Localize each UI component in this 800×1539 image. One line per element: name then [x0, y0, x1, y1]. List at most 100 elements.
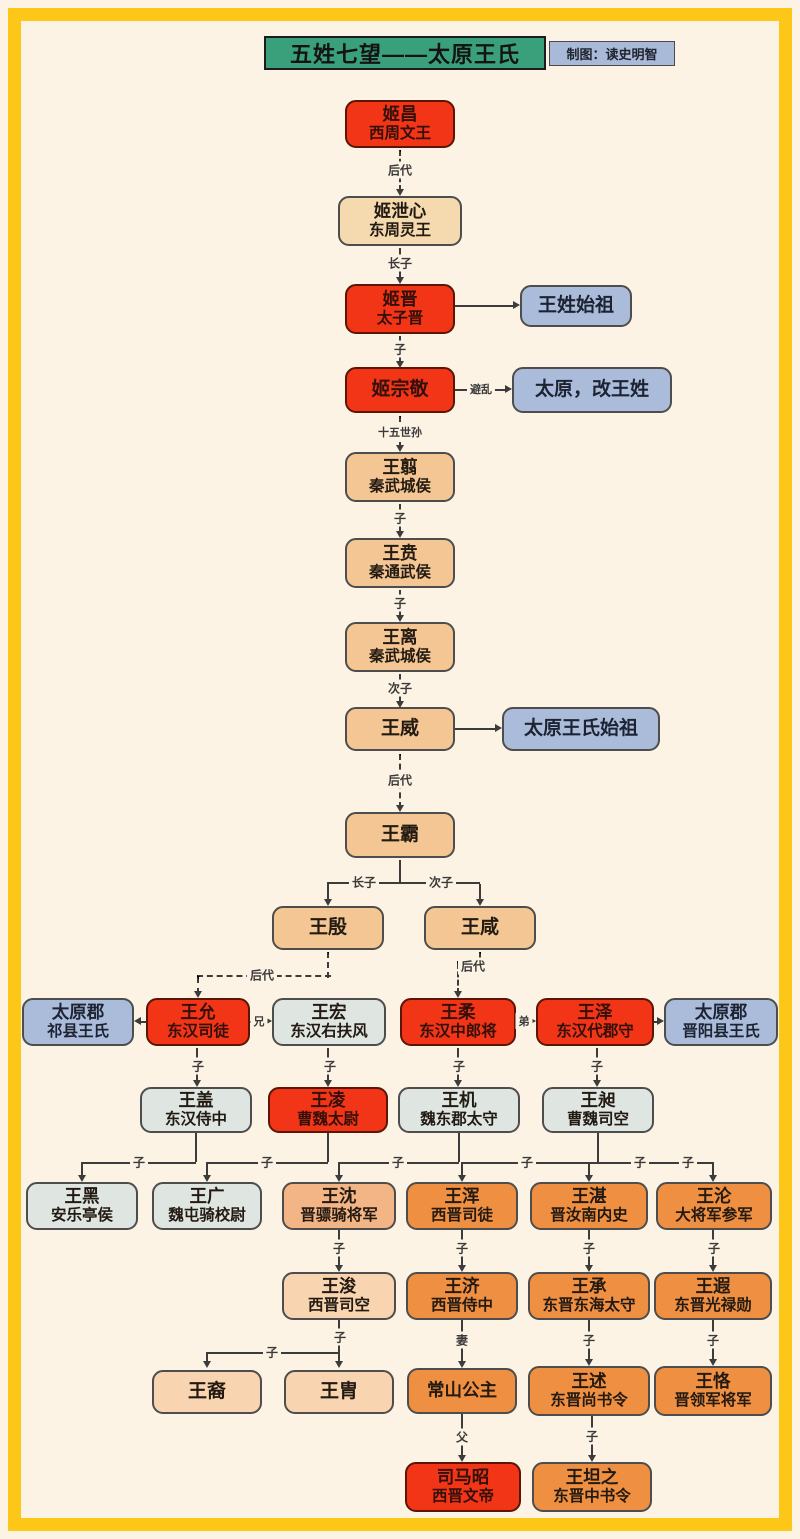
node-title: 曹魏司空 — [566, 1111, 629, 1129]
node-title: 东汉中郎将 — [419, 1023, 497, 1041]
arrow-down-icon — [396, 189, 404, 196]
node-wang-shen: 王沈 晋骠骑将军 — [282, 1182, 396, 1230]
node-title: 晋领军将军 — [674, 1392, 752, 1410]
page-title: 五姓七望——太原王氏 — [264, 36, 546, 70]
node-title: 曹魏太尉 — [296, 1111, 359, 1129]
edge-label: 子 — [188, 1057, 208, 1075]
node-name: 王霸 — [380, 824, 419, 846]
node-ji-xiexin: 姬泄心 东周灵王 — [338, 196, 462, 246]
node-title: 晋骠骑将军 — [300, 1207, 378, 1225]
node-name: 王遐 — [695, 1275, 731, 1296]
edge-label: 子 — [704, 1239, 724, 1257]
node-wang-xian: 王咸 — [424, 906, 536, 950]
connector-line — [206, 1164, 208, 1175]
node-name: 姬晋 — [382, 288, 418, 309]
node-title: 魏东郡太守 — [420, 1111, 498, 1129]
arrow-right-icon — [505, 385, 512, 393]
arrow-down-icon — [78, 1175, 86, 1182]
edge-label: 子 — [449, 1057, 469, 1075]
node-name: 王浑 — [444, 1185, 480, 1206]
node-taiyuan-origin: 太原王氏始祖 — [502, 707, 660, 751]
node-title: 太子晋 — [376, 310, 424, 328]
edge-label: 次子 — [384, 679, 416, 697]
arrow-down-icon — [335, 1361, 343, 1368]
edge-label: 避乱 — [467, 381, 495, 397]
arrow-right-icon — [265, 1017, 272, 1025]
edge-label: 子 — [262, 1343, 282, 1361]
node-name: 王沦 — [696, 1185, 732, 1206]
arrow-down-icon — [335, 1175, 343, 1182]
node-name: 王坦之 — [565, 1466, 619, 1487]
node-name: 司马昭 — [436, 1466, 490, 1487]
edge-label: 子 — [678, 1153, 698, 1171]
node-name: 王机 — [441, 1089, 477, 1110]
edge-label: 弟 — [515, 1013, 533, 1029]
arrow-down-icon — [458, 1361, 466, 1368]
node-wang-chang: 王昶 曹魏司空 — [542, 1087, 654, 1133]
node-wang-ling: 王凌 曹魏太尉 — [268, 1087, 388, 1133]
node-name: 王沈 — [321, 1185, 357, 1206]
arrow-down-icon — [709, 1175, 717, 1182]
node-qixian-branch: 太原郡 祁县王氏 — [22, 998, 134, 1046]
node-wang-wei: 王威 — [345, 707, 455, 751]
arrow-down-icon — [396, 361, 404, 368]
connector-line — [206, 1354, 208, 1363]
edge-label: 子 — [388, 1153, 408, 1171]
node-wang-ke: 王恪 晋领军将军 — [654, 1366, 772, 1416]
node-name: 姬泄心 — [373, 200, 427, 221]
node-title: 秦武城侯 — [368, 648, 431, 666]
edge-label: 后代 — [384, 771, 416, 789]
node-name: 王柔 — [440, 1001, 476, 1022]
edge-label: 子 — [452, 1239, 472, 1257]
edge-label: 兄 — [250, 1013, 268, 1029]
node-wang-yun: 王允 东汉司徒 — [146, 998, 250, 1046]
edge-label: 子 — [390, 340, 410, 358]
node-ji-jin: 姬晋 太子晋 — [345, 284, 455, 334]
connector-line — [654, 1021, 658, 1023]
edge-label: 子 — [390, 509, 410, 527]
connector-line — [461, 1162, 714, 1164]
arrow-down-icon — [203, 1361, 211, 1368]
node-name: 王济 — [444, 1275, 480, 1296]
node-wang-shu: 王述 东晋尚书令 — [528, 1366, 650, 1416]
arrow-down-icon — [585, 1175, 593, 1182]
edge-label: 后代 — [457, 957, 489, 975]
connector-line — [588, 1164, 590, 1175]
node-wang-ba: 王霸 — [345, 812, 455, 858]
edge-label: 子 — [630, 1153, 650, 1171]
edge-label: 妻 — [452, 1331, 472, 1349]
node-name: 王离 — [382, 626, 418, 647]
node-title: 东汉侍中 — [164, 1111, 227, 1129]
edge-label: 子 — [129, 1153, 149, 1171]
edge-label: 子 — [582, 1427, 602, 1445]
arrow-right-icon — [513, 301, 520, 309]
node-title: 大将军参军 — [675, 1207, 753, 1225]
edge-label: 子 — [329, 1239, 349, 1257]
node-title: 秦武城侯 — [368, 478, 431, 496]
connector-line — [327, 1133, 329, 1162]
node-name: 王湛 — [571, 1185, 607, 1206]
node-name: 王宏 — [311, 1001, 347, 1022]
node-title: 祁县王氏 — [46, 1023, 109, 1041]
node-name: 王黑 — [64, 1185, 100, 1206]
arrow-right-icon — [529, 1017, 536, 1025]
node-wang-rou: 王柔 东汉中郎将 — [400, 998, 516, 1046]
node-wang-gai: 王盖 东汉侍中 — [140, 1087, 252, 1133]
arrow-down-icon — [396, 277, 404, 284]
node-name: 王贲 — [382, 542, 418, 563]
arrow-down-icon — [476, 899, 484, 906]
arrow-down-icon — [458, 1455, 466, 1462]
edge-label: 子 — [330, 1328, 350, 1346]
node-wang-hun: 王浑 西晋司徒 — [406, 1182, 518, 1230]
node-name: 王述 — [571, 1370, 607, 1391]
connector-line — [712, 1164, 714, 1175]
node-title: 东周灵王 — [368, 222, 431, 240]
node-name: 姬宗敬 — [371, 379, 429, 401]
arrow-down-icon — [396, 805, 404, 812]
arrow-down-icon — [458, 1175, 466, 1182]
node-name: 王允 — [180, 1001, 216, 1022]
node-title: 东汉司徒 — [166, 1023, 229, 1041]
node-title: 东晋东海太守 — [542, 1297, 636, 1315]
connector-line — [338, 1164, 340, 1175]
arrow-down-icon — [335, 1265, 343, 1272]
